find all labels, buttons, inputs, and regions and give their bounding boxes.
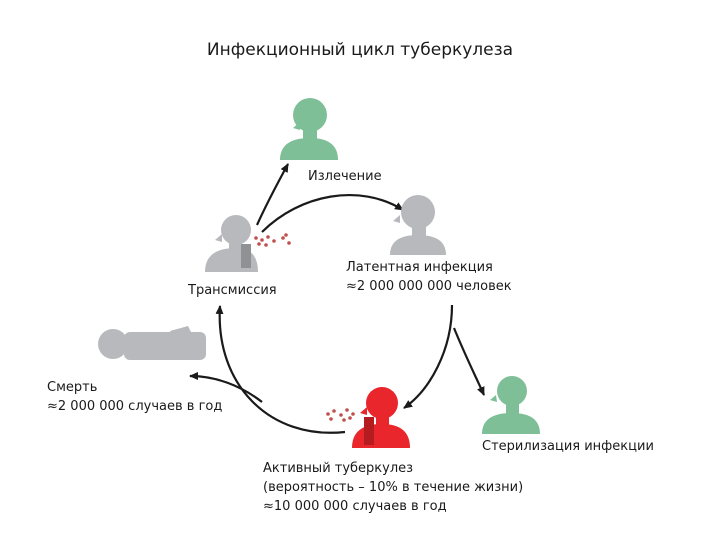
active-tb-probability: (вероятность – 10% в течение жизни) <box>263 480 524 495</box>
person-icon-green <box>280 98 338 160</box>
cough-spray-icon <box>326 408 355 422</box>
latent-infection-title: Латентная инфекция <box>346 260 493 275</box>
cure-label: Излечение <box>308 169 382 184</box>
active-tb-title: Активный туберкулез <box>263 461 414 476</box>
person-icon-green <box>482 376 540 434</box>
diagram-title: Инфекционный цикл туберкулеза <box>206 40 514 60</box>
active-tb-count: ≈10 000 000 случаев в год <box>263 499 447 514</box>
latent-infection-count: ≈2 000 000 000 человек <box>346 279 512 294</box>
lying-person-icon-gray <box>98 326 206 360</box>
arrow-transmission-to-latent <box>261 193 404 233</box>
arrow-latent-to-active <box>403 304 454 409</box>
arrow-to-death <box>189 372 263 403</box>
coughing-person-icon-gray <box>205 215 258 272</box>
sterilization-label: Стерилизация инфекции <box>482 439 654 454</box>
arrow-active-to-transmission <box>215 305 346 434</box>
death-title: Смерть <box>47 380 98 395</box>
death-label: Смерть ≈2 000 000 случаев в год <box>47 378 222 416</box>
death-count: ≈2 000 000 случаев в год <box>47 399 223 414</box>
latent-infection-label: Латентная инфекция ≈2 000 000 000 челове… <box>346 258 512 296</box>
arrow-transmission-to-cure <box>255 163 289 226</box>
coughing-person-icon-red <box>352 387 410 448</box>
person-icon-gray <box>390 195 446 255</box>
cough-spray-icon <box>254 233 291 247</box>
arrow-latent-to-sterilization <box>452 327 486 396</box>
active-tb-label: Активный туберкулез (вероятность – 10% в… <box>263 459 523 516</box>
transmission-label: Трансмиссия <box>188 283 277 298</box>
